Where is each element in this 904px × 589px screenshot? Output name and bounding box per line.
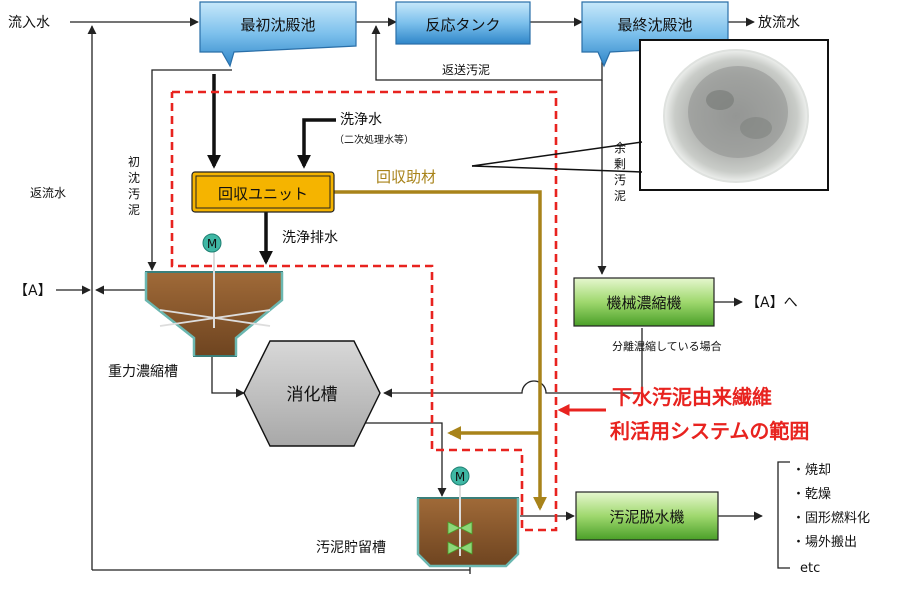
motor-icon-storage xyxy=(450,466,470,486)
use-etc: etc xyxy=(800,561,820,576)
recovery-aid-lines xyxy=(334,190,547,511)
wash-water-note: （二次処理水等） xyxy=(334,133,414,146)
reaction-tank-label: 反応タンク xyxy=(425,16,500,34)
return-sludge-label: 返送汚泥 xyxy=(442,62,490,77)
use-item: ・乾燥 xyxy=(792,487,831,502)
mixer-icon xyxy=(447,521,473,555)
primary-sludge-vertical-label: 初 沈 汚 泥 xyxy=(128,155,140,217)
motor-label-storage: M xyxy=(455,470,465,484)
motor-icon xyxy=(202,233,222,253)
svg-text:剰: 剰 xyxy=(614,157,626,171)
wash-water-label: 洗浄水 xyxy=(340,112,382,128)
dewatering-label: 汚泥脱水機 xyxy=(609,508,684,526)
photo-callout-lines xyxy=(471,141,643,173)
inflow-label: 流入水 xyxy=(8,15,50,31)
gravity-thickener: M xyxy=(144,233,284,357)
primary-tank-label: 最初沈殿池 xyxy=(240,16,315,34)
input-a-label: 【A】 xyxy=(14,283,52,299)
svg-text:沈: 沈 xyxy=(128,170,140,185)
main-flow-lines xyxy=(56,17,790,574)
recovery-aid-label: 回収助材 xyxy=(376,168,436,186)
svg-text:泥: 泥 xyxy=(614,189,626,203)
use-item: ・場外搬出 xyxy=(792,535,857,550)
to-a-label: 【A】へ xyxy=(746,295,798,311)
storage-tank-label: 汚泥貯留槽 xyxy=(316,540,386,556)
final-tank-label: 最終沈殿池 xyxy=(617,16,692,34)
wash-drain-label: 洗浄排水 xyxy=(282,230,338,246)
separate-note-label: 分離濃縮している場合 xyxy=(612,339,722,353)
sludge-uses-list: ・焼却 ・乾燥 ・固形燃料化 ・場外搬出 etc xyxy=(792,463,870,576)
dewatering-machine: 汚泥脱水機 xyxy=(575,491,719,541)
final-sedimentation-tank: 最終沈殿池 xyxy=(581,1,729,68)
motor-label-gravity: M xyxy=(207,237,217,251)
svg-text:汚: 汚 xyxy=(128,187,140,201)
excess-sludge-vertical-label: 余 剰 汚 泥 xyxy=(614,140,626,203)
use-item: ・固形燃料化 xyxy=(792,510,870,526)
recovery-unit: 回収ユニット xyxy=(191,171,335,213)
mechanical-thickener: 機械濃縮機 xyxy=(573,277,715,327)
primary-sedimentation-tank: 最初沈殿池 xyxy=(199,1,357,68)
recovery-feed-lines xyxy=(207,74,336,265)
digester: 消化槽 xyxy=(243,340,381,447)
effluent-label: 放流水 xyxy=(758,15,800,31)
system-scope-title-2: 利活用システムの範囲 xyxy=(610,419,809,443)
use-item: ・焼却 xyxy=(792,463,831,478)
gravity-thickener-label: 重力濃縮槽 xyxy=(108,364,178,380)
return-water-label: 返流水 xyxy=(30,186,66,200)
system-scope-title-1: 下水汚泥由来繊維 xyxy=(612,385,772,409)
reaction-tank: 反応タンク xyxy=(395,1,531,45)
svg-text:汚: 汚 xyxy=(614,173,626,187)
sludge-fiber-photo xyxy=(639,39,829,191)
mech-thickener-label: 機械濃縮機 xyxy=(606,294,681,312)
recovery-unit-label: 回収ユニット xyxy=(218,185,308,203)
digester-label: 消化槽 xyxy=(287,385,338,405)
svg-text:泥: 泥 xyxy=(128,203,140,217)
svg-text:初: 初 xyxy=(128,155,140,169)
svg-text:余: 余 xyxy=(614,140,626,155)
system-scope-boundary xyxy=(170,90,558,532)
sludge-storage-tank: M xyxy=(416,466,520,568)
